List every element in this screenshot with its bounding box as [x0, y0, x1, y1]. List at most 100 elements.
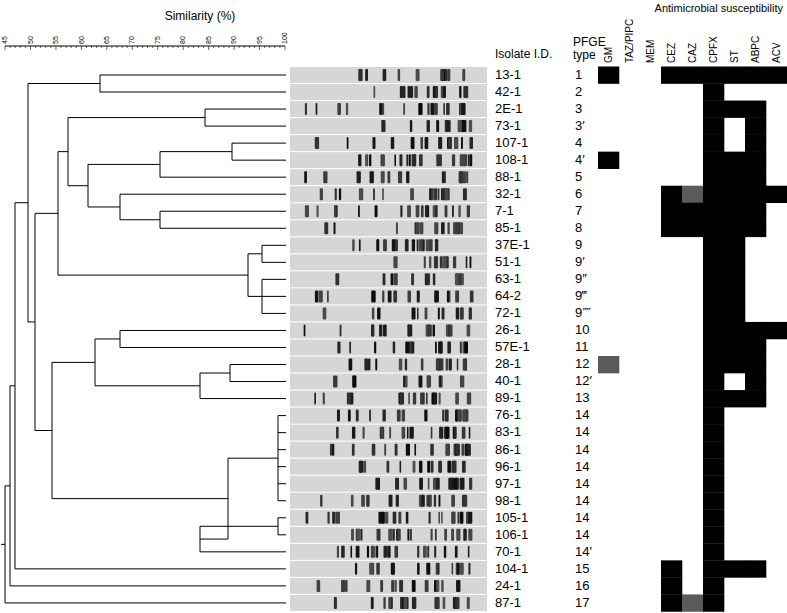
gel-band	[452, 512, 455, 524]
gel-band	[427, 103, 429, 115]
susceptibility-cell	[724, 322, 745, 339]
susceptibility-cell	[703, 509, 724, 526]
gel-band	[439, 393, 441, 405]
dendrogram-branch	[228, 458, 278, 459]
gel-band	[369, 154, 371, 166]
gel-band	[435, 239, 438, 251]
gel-band	[323, 393, 325, 405]
scale-tick	[223, 46, 224, 48]
susceptibility-cell	[703, 237, 724, 254]
pfge-type: 9″	[575, 272, 587, 286]
gel-band	[462, 427, 466, 439]
gel-band	[375, 359, 377, 371]
gel-band	[305, 205, 309, 217]
dendrogram-branch	[262, 279, 286, 280]
gel-band	[446, 103, 450, 115]
isolate-id: 40-1	[495, 374, 521, 388]
drug-header: CPFX	[708, 36, 719, 63]
gel-band	[416, 205, 420, 217]
susceptibility-cell	[724, 152, 745, 169]
gel-band	[445, 120, 449, 132]
gel-band	[398, 69, 400, 81]
gel-band	[448, 324, 450, 336]
gel-band	[383, 69, 387, 81]
gel-band	[468, 546, 470, 558]
dendrogram-branch	[35, 430, 52, 431]
gel-band	[452, 461, 456, 473]
gel-band	[351, 495, 354, 507]
dendrogram-branch	[278, 483, 286, 484]
gel-band	[451, 512, 455, 524]
susceptibility-cell	[661, 203, 682, 220]
scale-tick	[274, 46, 275, 48]
gel-band	[410, 188, 414, 200]
gel-band	[445, 427, 448, 439]
dendrogram-branch	[278, 534, 286, 535]
isolate-id: 28-1	[495, 357, 521, 371]
scale-tick	[203, 46, 204, 48]
gel-band	[462, 69, 465, 81]
gel-band	[444, 427, 446, 439]
gel-band	[386, 461, 389, 473]
gel-lane	[290, 544, 487, 560]
scale-tick	[254, 46, 255, 48]
gel-band	[348, 410, 351, 422]
gel-band	[417, 239, 419, 251]
drug-header: MEM	[645, 40, 656, 63]
isolate-id: 37E-1	[495, 238, 530, 252]
gel-band	[393, 239, 395, 251]
gel-band	[421, 359, 423, 371]
gel-band	[383, 273, 386, 285]
gel-band	[371, 290, 375, 302]
gel-band	[366, 495, 369, 507]
gel-band	[449, 359, 452, 371]
gel-band	[441, 222, 445, 234]
column-header: Isolate I.D.	[495, 48, 552, 61]
gel-band	[371, 546, 374, 558]
gel-band	[414, 86, 417, 98]
dendrogram-branch	[232, 160, 286, 161]
gel-band	[428, 495, 432, 507]
gel-band	[455, 273, 458, 285]
gel-band	[365, 154, 368, 166]
dendrogram-branch	[120, 194, 286, 195]
scale-tick	[81, 46, 82, 50]
scale-tick	[71, 46, 72, 48]
gel-band	[376, 239, 379, 251]
gel-band	[402, 427, 406, 439]
gel-band	[382, 188, 384, 200]
gel-band	[433, 324, 435, 336]
susceptibility-cell	[745, 135, 766, 152]
gel-band	[427, 461, 430, 473]
isolate-id: 13-1	[495, 68, 521, 82]
gel-band	[403, 376, 405, 388]
isolate-id: 7-1	[495, 204, 514, 218]
gel-band	[441, 580, 443, 592]
gel-band	[346, 103, 348, 115]
gel-band	[405, 359, 407, 371]
susceptibility-cell	[766, 66, 787, 83]
gel-band	[468, 154, 470, 166]
gel-band	[458, 205, 460, 217]
gel-band	[316, 103, 318, 115]
dendrogram-branch	[278, 500, 286, 501]
gel-band	[440, 137, 442, 149]
gel-band	[320, 495, 322, 507]
tick-label: 95	[256, 36, 264, 44]
gel-band	[352, 239, 354, 251]
pfge-type: 9′	[575, 255, 585, 269]
gel-band	[395, 478, 399, 490]
isolate-id: 76-1	[495, 408, 521, 422]
gel-band	[463, 171, 466, 183]
gel-band	[468, 529, 472, 541]
gel-band	[356, 410, 359, 422]
gel-band	[399, 359, 402, 371]
susceptibility-cell	[703, 118, 724, 135]
susceptibility-cell	[724, 254, 745, 271]
gel-band	[454, 427, 457, 439]
scale-tick	[142, 46, 143, 48]
gel-band	[431, 461, 434, 473]
gel-band	[383, 324, 387, 336]
scale-tick	[132, 46, 133, 50]
dendrogram-branch	[200, 526, 278, 527]
